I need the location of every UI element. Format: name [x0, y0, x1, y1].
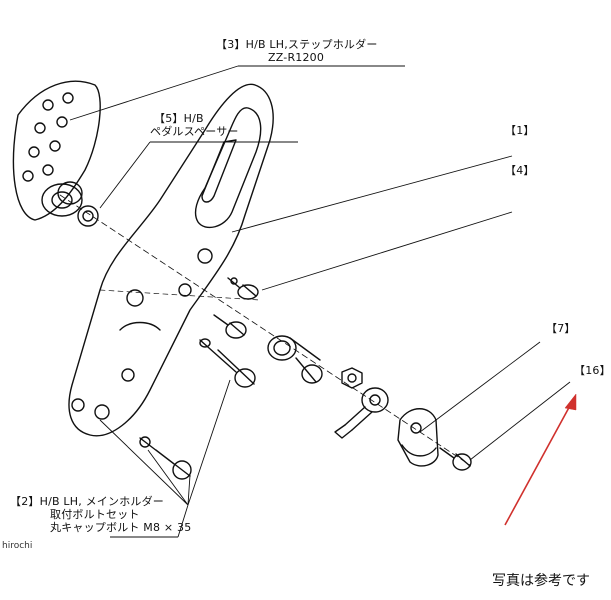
label-part3: 【3】H/B LH,ステップホルダー ZZ-R1200: [216, 38, 378, 64]
label-part4: 【4】: [505, 164, 535, 177]
label-part16: 【16】: [574, 364, 611, 377]
label-part5: 【5】H/B ペダルスペーサー: [150, 112, 239, 138]
watermark: hirochi: [2, 541, 33, 551]
bolt-mid: [213, 314, 247, 339]
pivot-collar: [267, 335, 323, 384]
long-bolt: [199, 338, 256, 388]
bolt-part16: [439, 447, 472, 471]
lower-bolt: [139, 436, 192, 480]
step-holder-boss: [41, 183, 83, 217]
clevis-part7: [397, 408, 439, 467]
step-holder-plate: [12, 80, 101, 221]
label-part1: 【1】: [505, 124, 535, 137]
rod-end: [334, 387, 389, 439]
reference-note: 写真は参考です: [492, 573, 590, 589]
label-part7: 【7】: [546, 322, 576, 335]
nut: [341, 367, 363, 389]
bolt-part4: [227, 277, 259, 300]
main-holder-plate: [68, 83, 274, 437]
leader-lines: [69, 65, 571, 538]
pedal-spacer: [77, 205, 99, 227]
red-arrow: [504, 393, 577, 526]
label-part2: 【2】H/B LH, メインホルダー 取付ボルトセット 丸キャップボルト M8 …: [10, 495, 192, 534]
